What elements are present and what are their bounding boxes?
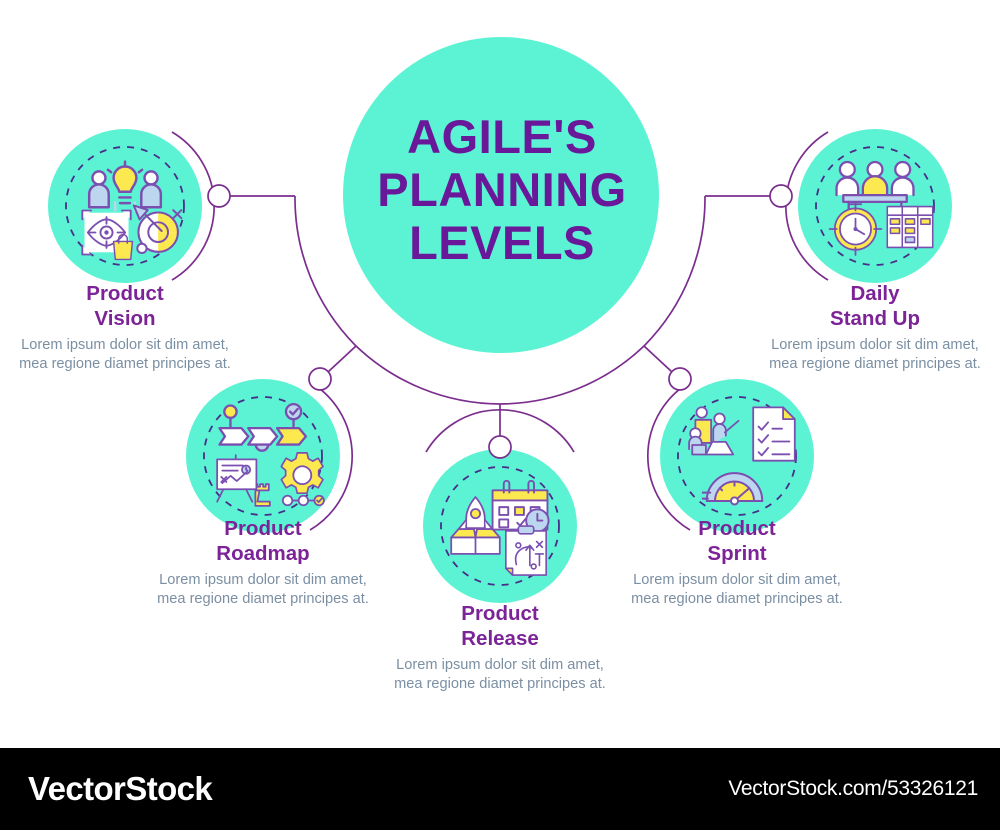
outer-arc-sprint bbox=[646, 381, 691, 531]
node-desc-product-vision: Lorem ipsum dolor sit dim amet, mea regi… bbox=[19, 337, 231, 373]
node-dot-product-vision bbox=[207, 184, 231, 208]
dashed-ring-product-release bbox=[440, 466, 560, 586]
label-product-release: Product Release Lorem ipsum dolor sit di… bbox=[385, 601, 615, 695]
node-desc-product-sprint: Lorem ipsum dolor sit dim amet, mea regi… bbox=[631, 572, 843, 608]
outer-arc-release bbox=[425, 408, 575, 453]
node-desc-product-roadmap: Lorem ipsum dolor sit dim amet, mea regi… bbox=[157, 572, 369, 608]
node-dot-product-roadmap bbox=[308, 367, 332, 391]
label-product-vision: Product Vision Lorem ipsum dolor sit dim… bbox=[10, 281, 240, 375]
disc-product-roadmap bbox=[186, 379, 340, 533]
dashed-ring-product-sprint bbox=[677, 396, 797, 516]
dashed-ring-product-roadmap bbox=[203, 396, 323, 516]
node-desc-product-release: Lorem ipsum dolor sit dim amet, mea regi… bbox=[394, 657, 606, 693]
node-dot-product-sprint bbox=[668, 367, 692, 391]
gear-process-icon bbox=[280, 452, 325, 507]
connector-sprint bbox=[643, 345, 673, 373]
label-daily-stand-up: Daily Stand Up Lorem ipsum dolor sit dim… bbox=[760, 281, 990, 375]
node-desc-daily-stand-up: Lorem ipsum dolor sit dim amet, mea regi… bbox=[769, 337, 981, 373]
label-product-roadmap: Product Roadmap Lorem ipsum dolor sit di… bbox=[148, 516, 378, 610]
node-title-product-release: Product Release bbox=[461, 602, 539, 650]
node-dot-daily-stand-up bbox=[769, 184, 793, 208]
checklist-document-icon bbox=[752, 406, 796, 462]
page-title: AGILE'S PLANNING LEVELS bbox=[377, 110, 627, 270]
dashed-rings bbox=[65, 146, 935, 586]
node-title-product-roadmap: Product Roadmap bbox=[216, 517, 310, 565]
outer-arc-roadmap bbox=[309, 381, 354, 531]
node-title-product-sprint: Product Sprint bbox=[698, 517, 776, 565]
dashed-ring-daily-stand-up bbox=[815, 146, 935, 266]
diagram-canvas: AGILE'S PLANNING LEVELS Product Vision L… bbox=[10, 37, 990, 695]
node-dot-product-release bbox=[488, 435, 512, 459]
dashed-ring-product-vision bbox=[65, 146, 185, 266]
kanban-board-icon bbox=[886, 205, 934, 249]
node-title-daily-stand-up: Daily Stand Up bbox=[830, 282, 920, 330]
connector-nodes[interactable] bbox=[207, 184, 793, 459]
node-title-product-vision: Product Vision bbox=[86, 282, 164, 330]
connector-roadmap bbox=[327, 345, 357, 373]
label-product-sprint: Product Sprint Lorem ipsum dolor sit dim… bbox=[622, 516, 852, 610]
meeting-team-icon bbox=[835, 160, 915, 210]
watermark-footer-bar: VectorStock VectorStock.com/53326121 bbox=[0, 748, 1000, 830]
strategy-clipboard-icon bbox=[505, 525, 547, 576]
vectorstock-logo-text: VectorStock bbox=[28, 770, 213, 807]
hub-disc bbox=[343, 37, 659, 353]
diagram-svg bbox=[48, 37, 952, 603]
connector-lines bbox=[171, 131, 829, 531]
vectorstock-url-text: VectorStock.com/53326121 bbox=[728, 777, 978, 800]
